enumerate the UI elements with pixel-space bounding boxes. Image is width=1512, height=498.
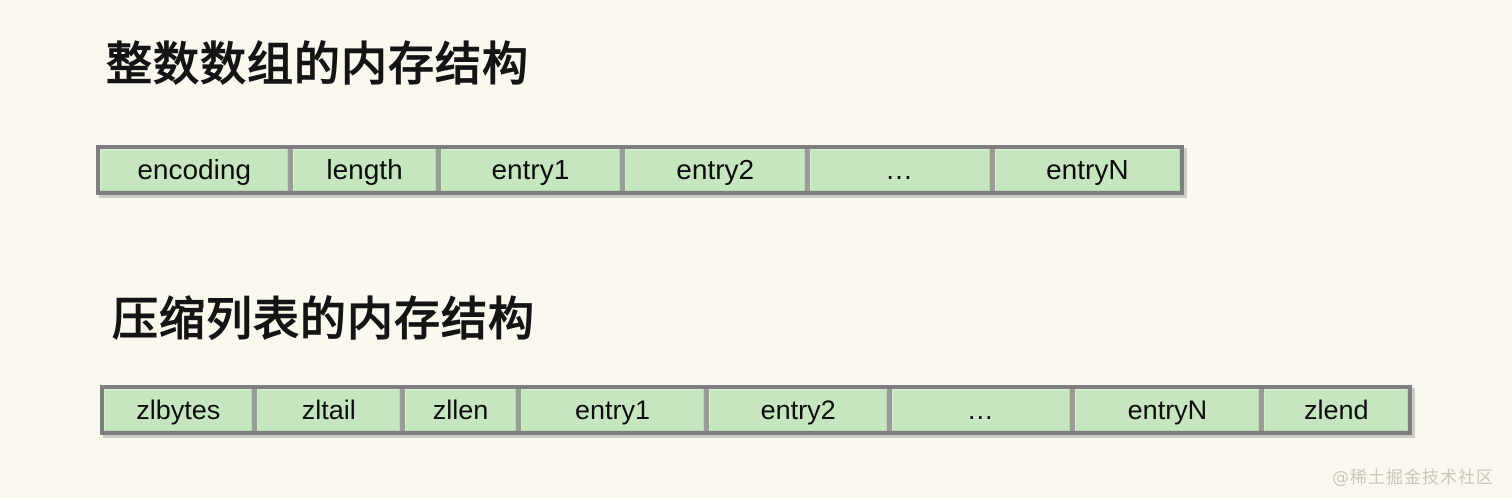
memory-cell-entry2: entry2: [625, 149, 806, 191]
memory-layout-strip-integer-array: encoding length entry1 entry2 … entryN: [96, 145, 1184, 195]
memory-cell-ziplist-entryN: entryN: [1075, 389, 1260, 431]
memory-cell-ellipsis: …: [810, 149, 990, 191]
memory-layout-strip-ziplist: zlbytes zltail zllen entry1 entry2 … ent…: [100, 385, 1412, 435]
memory-cell-zllen: zllen: [405, 389, 516, 431]
memory-cell-length: length: [293, 149, 436, 191]
section-title-ziplist: 压缩列表的内存结构: [112, 292, 535, 346]
watermark: @稀土掘金技术社区: [1332, 468, 1494, 488]
memory-cell-ziplist-entry2: entry2: [709, 389, 888, 431]
memory-cell-entry1: entry1: [440, 149, 621, 191]
memory-cell-zlbytes: zlbytes: [104, 389, 253, 431]
memory-cell-zltail: zltail: [257, 389, 401, 431]
memory-cell-ziplist-entry1: entry1: [520, 389, 705, 431]
memory-cell-entryN: entryN: [994, 149, 1180, 191]
memory-cell-encoding: encoding: [100, 149, 289, 191]
memory-cell-zlend: zlend: [1264, 389, 1409, 431]
memory-cell-ziplist-ellipsis: …: [892, 389, 1071, 431]
section-title-integer-array: 整数数组的内存结构: [106, 37, 529, 91]
